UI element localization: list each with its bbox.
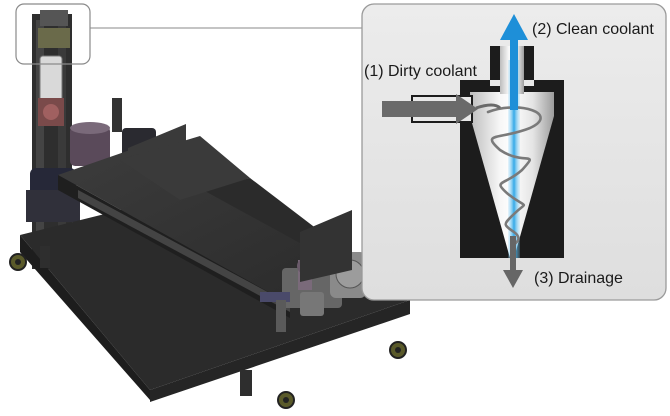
machine-illustration: [9, 3, 410, 409]
label-drainage: (3) Drainage: [534, 270, 623, 287]
zoom-box: [15, 3, 91, 65]
dirty-coolant-arrow: [382, 94, 502, 124]
drainage-arrow: [503, 236, 523, 288]
tank-lid: [58, 150, 360, 304]
tower-cylinder: [39, 55, 63, 105]
cyclone-detail-panel: [361, 3, 667, 301]
label-dirty-coolant: (1) Dirty coolant: [364, 63, 477, 80]
clean-coolant-arrow: [500, 14, 528, 110]
caster-wheels: [9, 246, 407, 409]
vortex-spiral: [486, 106, 542, 248]
label-clean-coolant: (2) Clean coolant: [532, 21, 654, 38]
purple-tank: [70, 126, 110, 166]
